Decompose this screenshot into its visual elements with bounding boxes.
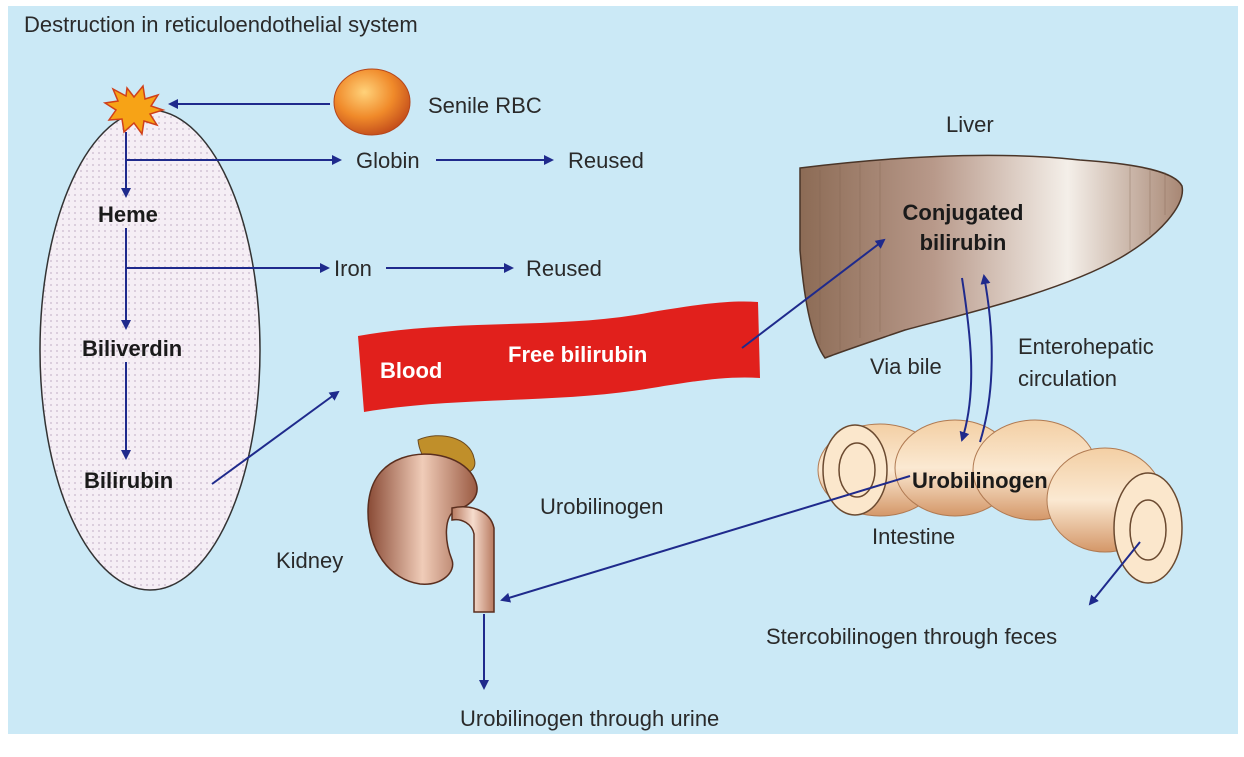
label-via-bile: Via bile bbox=[870, 356, 942, 378]
label-urobilinogen-intestine: Urobilinogen bbox=[912, 470, 1048, 492]
label-free-bilirubin: Free bilirubin bbox=[508, 344, 647, 366]
label-conjugated-2: bilirubin bbox=[888, 232, 1038, 254]
label-iron: Iron bbox=[334, 258, 372, 280]
label-enterohepatic-2: circulation bbox=[1018, 368, 1117, 390]
label-senile-rbc: Senile RBC bbox=[428, 95, 542, 117]
label-urine: Urobilinogen through urine bbox=[460, 708, 719, 730]
label-urobilinogen-kidney: Urobilinogen bbox=[540, 496, 664, 518]
label-destruction: Destruction in reticuloendothelial syste… bbox=[24, 14, 418, 36]
label-enterohepatic-1: Enterohepatic bbox=[1018, 336, 1154, 358]
label-conjugated-1: Conjugated bbox=[888, 202, 1038, 224]
label-iron-reused: Reused bbox=[526, 258, 602, 280]
label-globin: Globin bbox=[356, 150, 420, 172]
label-biliverdin: Biliverdin bbox=[82, 338, 182, 360]
label-globin-reused: Reused bbox=[568, 150, 644, 172]
label-intestine: Intestine bbox=[872, 526, 955, 548]
label-bilirubin: Bilirubin bbox=[84, 470, 173, 492]
label-kidney: Kidney bbox=[276, 550, 343, 572]
label-blood: Blood bbox=[380, 360, 442, 382]
label-stercobilinogen: Stercobilinogen through feces bbox=[766, 626, 1057, 648]
senile-rbc-icon bbox=[334, 69, 410, 135]
label-liver: Liver bbox=[946, 114, 994, 136]
label-heme: Heme bbox=[98, 204, 158, 226]
